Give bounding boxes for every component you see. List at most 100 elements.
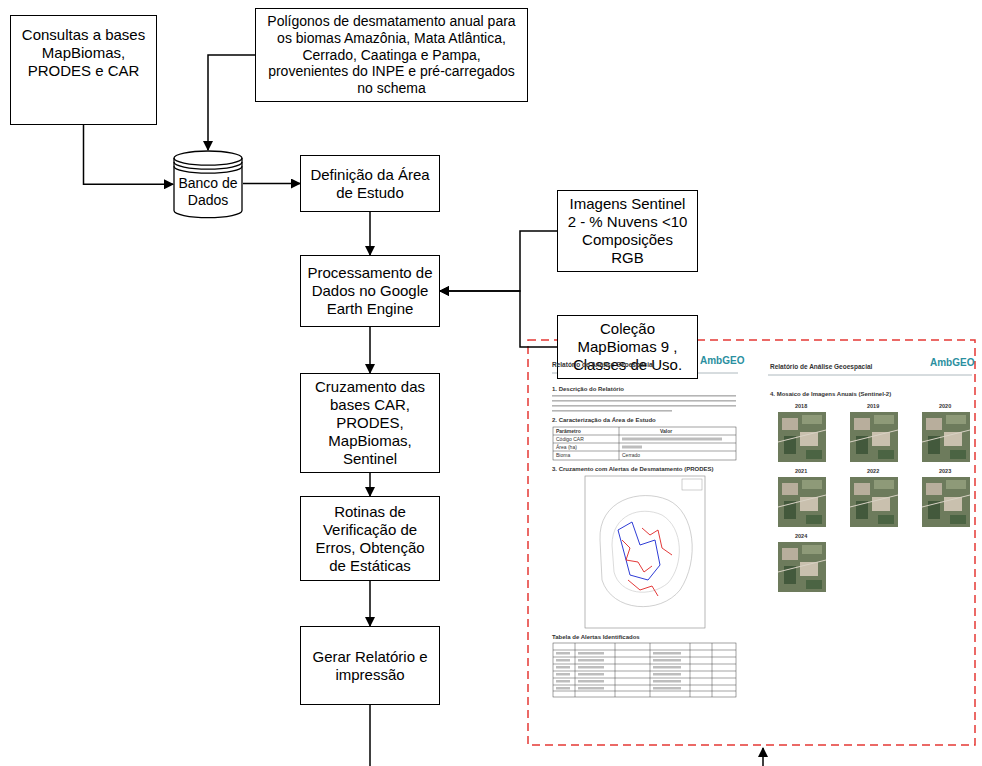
process-box: Cruzamento das bases CAR, PRODES, MapBio… [300,373,440,473]
svg-rect [653,687,681,690]
svg-path [600,496,692,607]
svg-polyline [628,580,658,596]
flow-arrow [84,125,174,184]
process-box: Imagens Sentinel 2 - % Nuvens <10 Compos… [557,190,698,272]
node-text: Cruzamento das bases CAR, PRODES, MapBio… [307,378,433,468]
svg-rect [556,652,570,655]
node-text: Polígonos de desmatamento anual para os … [262,13,521,97]
svg-line [553,443,736,444]
svg-rect [553,643,736,697]
node-text: Rotinas de Verificação de Erros, Obtençã… [307,503,433,575]
svg-path [174,151,242,218]
svg-rect [653,680,681,683]
svg-rect [653,659,681,662]
report-text: 2018 [795,404,807,410]
svg-use [778,542,826,592]
flow-arrow [369,581,371,626]
report-text: 1. Descrição do Relatório [552,386,624,392]
flow-arrow [369,327,371,373]
svg-path [612,511,679,592]
process-box: Coleção MapBiomas 9 , Classes de Uso. [557,315,698,379]
svg-line [575,643,576,697]
database-cylinder: Banco de Dados [173,150,243,219]
svg-line [553,650,736,651]
flow-arrow [440,231,557,291]
svg-line [650,643,651,697]
process-box: Polígonos de desmatamento anual para os … [255,8,528,102]
svg-rect [682,479,702,490]
svg-line [690,643,691,697]
svg-rect [553,427,736,460]
svg-line [553,691,736,692]
node-text: Processamento de Dados no Google Earth E… [307,264,433,318]
report-text: Relatório de Análise Geoespacial [552,362,654,369]
svg-line [768,375,972,376]
svg-line [762,748,764,766]
svg-rect [552,395,736,397]
svg-line [553,664,736,665]
report-text: Cerrado [622,453,640,458]
svg-rect [556,666,570,669]
svg-polyline [642,528,672,555]
report-text: 2023 [939,469,951,475]
svg-rect [552,400,736,402]
svg-line [369,705,371,766]
report-text: 2021 [795,469,807,475]
svg-rect [653,666,681,669]
svg-g [552,395,736,412]
svg-path [174,162,242,169]
node-text: Banco de Dados [175,175,241,209]
node-text: Imagens Sentinel 2 - % Nuvens <10 Compos… [564,195,691,267]
report-text: 2020 [939,404,951,410]
report-text: 2022 [867,469,879,475]
svg-g [556,652,681,690]
flow-arrow [369,473,371,496]
report-text: 2. Caracterização da Área de Estudo [552,417,656,423]
report-text: Área (ha) [556,445,577,450]
svg-line [553,657,736,658]
svg-polyline [618,522,660,580]
flow-arrow [243,183,300,185]
process-box: Gerar Relatório e impressão [300,626,440,705]
svg-rect [578,652,604,655]
flow-arrow [208,55,255,150]
svg-use [850,477,898,527]
svg-line [712,643,713,697]
node-text: Definição da Área de Estudo [307,166,433,202]
node-text: Gerar Relatório e impressão [307,648,433,684]
svg-rect [585,476,705,628]
svg-line [615,643,616,697]
svg-line [553,685,736,686]
report-text: Parâmetro [556,429,581,434]
svg-rect [578,659,604,662]
svg-rect [578,673,604,676]
svg-line [619,427,620,460]
svg-line [553,671,736,672]
svg-rect [552,405,736,407]
report-text: 2024 [795,534,807,540]
svg-path [174,166,242,173]
svg-rect [578,680,604,683]
svg-rect [556,680,570,683]
process-box: Processamento de Dados no Google Earth E… [300,255,440,327]
report-text: AmbGEO [930,358,974,368]
report-text: 4. Mosaico de Imagens Anuais (Sentinel-2… [770,391,891,397]
process-box: Consultas a bases MapBiomas, PRODES e CA… [10,15,157,125]
report-text: 2019 [867,404,879,410]
svg-use [850,412,898,462]
svg-rect [556,673,570,676]
report-text: AmbGEO [700,356,744,366]
svg-rect [653,673,681,676]
svg-rect [622,446,642,449]
svg-polyline [622,540,652,572]
svg-rect [556,687,570,690]
report-text: Relatório de Análise Geoespacial [770,364,872,371]
svg-rect [552,410,672,412]
svg-rect [578,687,604,690]
process-box: Rotinas de Verificação de Erros, Obtençã… [300,496,440,581]
report-text: Valor [660,429,672,434]
svg-path [174,158,242,165]
svg-use [922,412,970,462]
svg-rect [528,340,975,745]
